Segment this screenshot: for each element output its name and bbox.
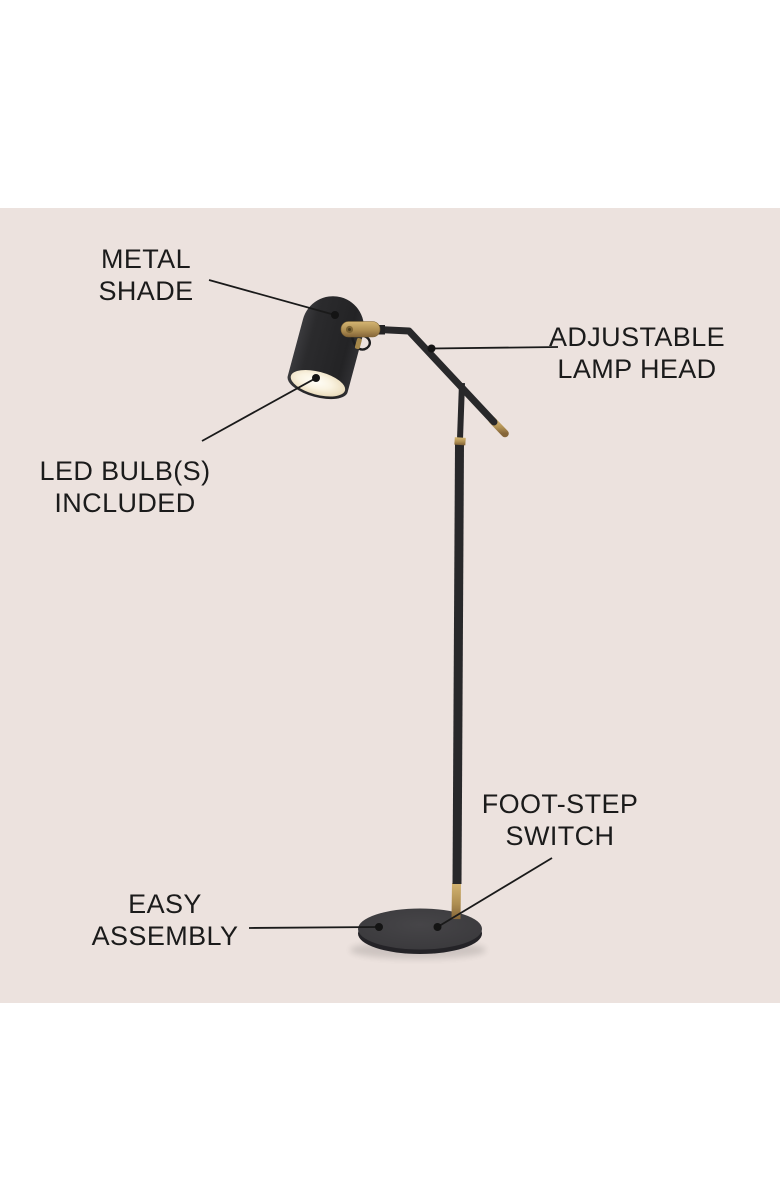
leader-lines — [201, 279, 559, 929]
shade-opening-glow — [290, 369, 346, 397]
shade-bracket — [340, 321, 385, 338]
pole-brass-ring — [454, 437, 466, 446]
beige-backdrop — [0, 208, 780, 1003]
foot-step-switch-leader-line — [437, 857, 553, 928]
led-bulbs-dot — [312, 374, 320, 382]
easy-assembly-dot — [375, 923, 383, 931]
easy-assembly-leader-line — [248, 926, 380, 929]
lamp-shade — [287, 296, 364, 400]
callout-foot-step-switch: FOOT-STEP SWITCH — [481, 789, 639, 851]
led-bulbs-leader-line — [201, 377, 317, 442]
lamp-arm — [374, 326, 509, 438]
bracket-screw-center — [348, 328, 351, 331]
shade-pivot-hardware — [350, 334, 372, 351]
callout-metal-shade: METAL SHADE — [98, 244, 194, 306]
foot-step-switch-dot — [433, 923, 442, 931]
lamp-pole — [451, 382, 466, 920]
brass-pin — [354, 338, 362, 350]
metal-shade-dot — [331, 311, 339, 319]
bracket-strap — [340, 321, 381, 338]
pole-brass-foot — [451, 882, 461, 920]
pole-lower — [452, 443, 464, 885]
callout-led-bulbs-included: LED BULB(S) INCLUDED — [39, 456, 211, 518]
callout-dots — [312, 311, 442, 931]
adjustable-lamp-head-leader-line — [431, 346, 559, 350]
callout-adjustable-lamp-head: ADJUSTABLE LAMP HEAD — [548, 322, 726, 384]
arm-rod — [374, 326, 498, 426]
cord-loop — [350, 334, 372, 351]
adjustable-lamp-head-dot — [427, 344, 436, 353]
callout-easy-assembly: EASY ASSEMBLY — [91, 889, 239, 951]
metal-shade-leader-line — [208, 279, 336, 316]
lamp-base — [358, 908, 482, 954]
